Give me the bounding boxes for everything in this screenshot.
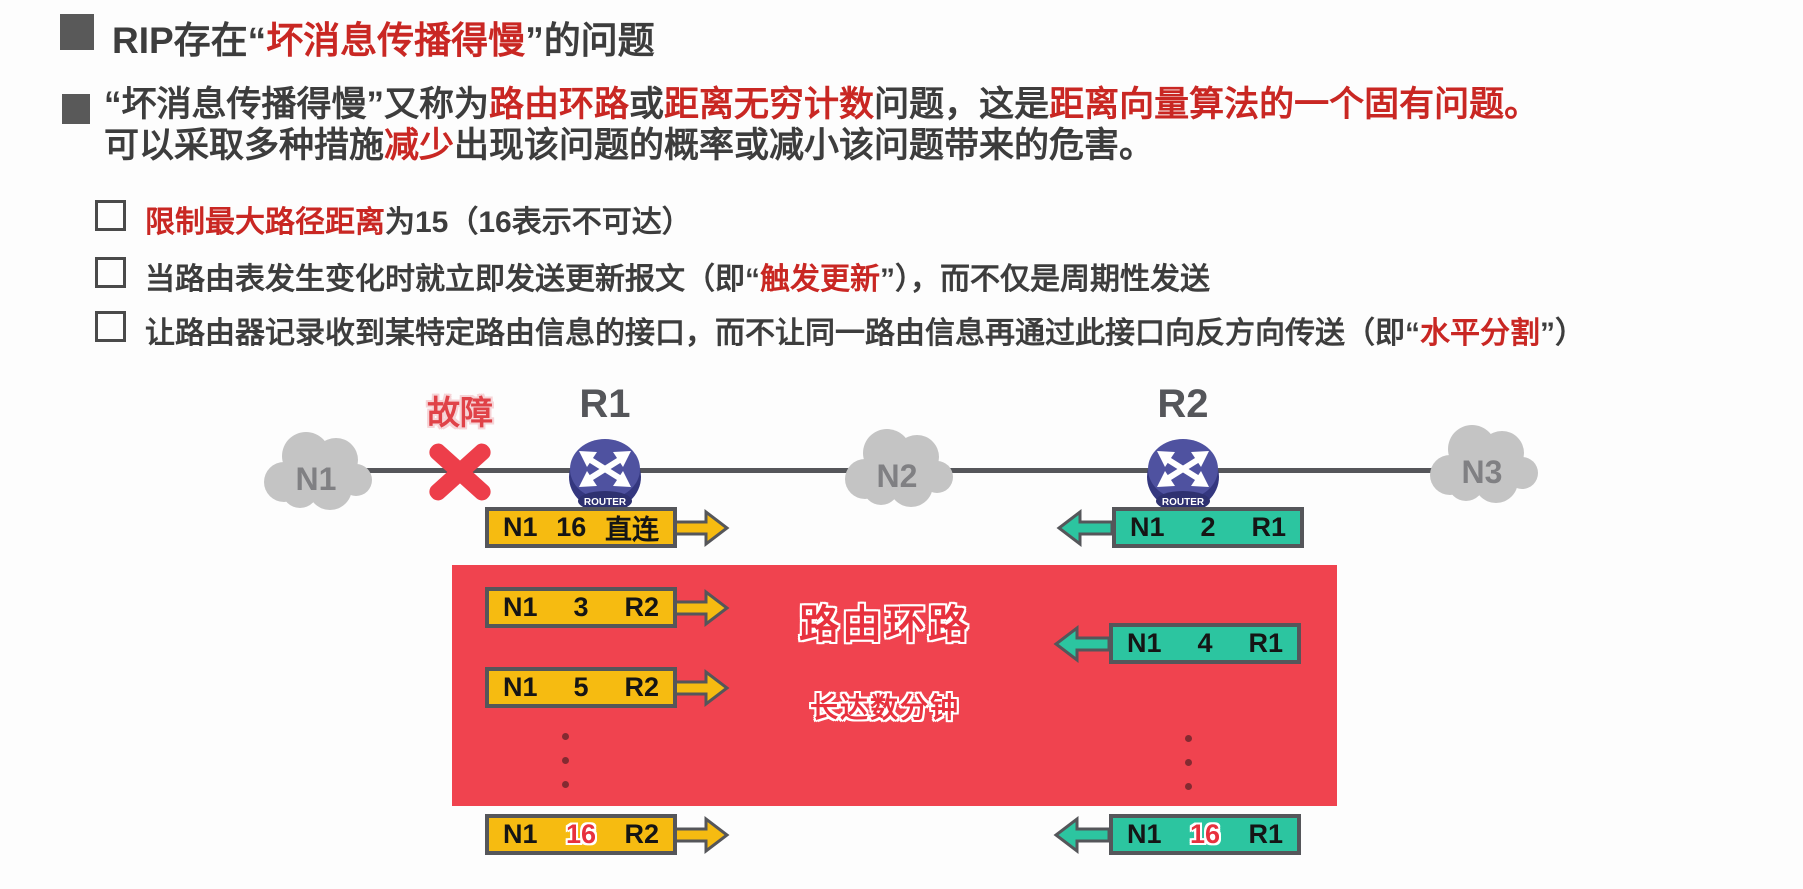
msg-metric: 16 <box>556 512 587 542</box>
routing-loop-caption: 路由环路 长达数分钟 <box>730 592 1040 726</box>
check-highlight: 限制最大路径距离 <box>145 206 385 239</box>
paragraph-highlight-count-to-infinity: 距离无穷计数 <box>664 85 875 124</box>
route-msg-r1-loop2: N1 5 R2 <box>485 667 677 708</box>
msg-metric-infinity: 16 <box>1189 819 1221 849</box>
right-arrow-icon <box>674 508 730 548</box>
route-msg-r1-initial: N1 16 直连 <box>485 507 677 548</box>
cloud-n3-label: N3 <box>1462 454 1503 490</box>
checkbox-icon <box>95 257 126 288</box>
check-highlight: 触发更新 <box>760 263 880 296</box>
check-item-max-distance: 限制最大路径距离为15（16表示不可达） <box>145 197 692 241</box>
cloud-n2: N2 <box>845 429 953 507</box>
paragraph-text: 出现该问题的概率或减小该问题带来的危害。 <box>454 126 1155 165</box>
router-r1-icon: ROUTER <box>569 439 641 511</box>
msg-net: N1 <box>503 672 538 702</box>
router-caption: ROUTER <box>1162 497 1205 508</box>
paragraph-highlight-inherent-problem: 距离向量算法的一个固有问题。 <box>1049 85 1540 124</box>
paragraph-line-1: “坏消息传播得慢”又称为路由环路或距离无穷计数问题，这是距离向量算法的一个固有问… <box>104 84 1539 125</box>
msg-via: R1 <box>1248 819 1283 849</box>
msg-metric: 3 <box>573 592 589 622</box>
right-arrow-icon <box>674 588 730 628</box>
route-msg-r2-loop1: N1 4 R1 <box>1109 623 1301 664</box>
paragraph-text: 可以采取多种措施 <box>104 126 385 165</box>
check-text: 让路由器记录收到某特定路由信息的接口，而不让同一路由信息再通过此接口向反方向传送… <box>145 317 1420 350</box>
fault-x-icon <box>424 437 496 507</box>
cloud-n2-label: N2 <box>877 458 918 494</box>
msg-via: 直连 <box>605 515 659 545</box>
cloud-n1: N1 <box>264 432 372 510</box>
msg-via: R2 <box>624 819 659 849</box>
check-item-triggered-update: 当路由表发生变化时就立即发送更新报文（即“触发更新”），而不仅是周期性发送 <box>145 254 1210 298</box>
msg-metric: 2 <box>1200 512 1216 542</box>
title-text: RIP存在“ <box>112 20 267 61</box>
route-msg-r2-final: N1 16 R1 <box>1109 814 1301 855</box>
check-text: 当路由表发生变化时就立即发送更新报文（即“ <box>145 263 760 296</box>
check-text: 为15（16表示不可达） <box>385 206 692 239</box>
vertical-ellipsis <box>1185 735 1192 790</box>
msg-net: N1 <box>503 592 538 622</box>
right-arrow-icon <box>674 815 730 855</box>
msg-metric-infinity: 16 <box>565 819 597 849</box>
check-item-split-horizon: 让路由器记录收到某特定路由信息的接口，而不让同一路由信息再通过此接口向反方向传送… <box>145 308 1585 352</box>
route-msg-r1-final: N1 16 R2 <box>485 814 677 855</box>
msg-net: N1 <box>1130 512 1165 542</box>
left-arrow-icon <box>1053 815 1109 855</box>
paragraph-highlight-routing-loop: 路由环路 <box>489 85 630 124</box>
msg-metric: 5 <box>573 672 589 702</box>
title-highlight: 坏消息传播得慢 <box>266 20 526 61</box>
routing-loop-title: 路由环路 <box>799 603 971 647</box>
left-arrow-icon <box>1056 508 1112 548</box>
msg-net: N1 <box>503 819 538 849</box>
bullet-square-icon <box>62 94 90 124</box>
msg-via: R2 <box>624 592 659 622</box>
router-r1-label: R1 <box>579 382 631 426</box>
msg-via: R2 <box>624 672 659 702</box>
check-highlight: 水平分割 <box>1420 317 1540 350</box>
msg-metric: 4 <box>1197 628 1213 658</box>
paragraph-line-2: 可以采取多种措施减少出现该问题的概率或减小该问题带来的危害。 <box>104 125 1539 166</box>
msg-net: N1 <box>503 512 538 542</box>
checkbox-icon <box>95 311 126 342</box>
check-text: ”），而不仅是周期性发送 <box>880 263 1210 296</box>
right-arrow-icon <box>674 668 730 708</box>
route-msg-r1-loop1: N1 3 R2 <box>485 587 677 628</box>
paragraph-bad-news: “坏消息传播得慢”又称为路由环路或距离无穷计数问题，这是距离向量算法的一个固有问… <box>104 84 1539 166</box>
paragraph-text: “坏消息传播得慢”又称为 <box>104 85 490 124</box>
router-r2-label: R2 <box>1157 382 1209 426</box>
msg-via: R1 <box>1248 628 1283 658</box>
routing-loop-subtitle: 长达数分钟 <box>809 692 960 723</box>
msg-net: N1 <box>1127 628 1162 658</box>
router-r2-icon: ROUTER <box>1147 439 1219 511</box>
cloud-n1-label: N1 <box>296 461 337 497</box>
cloud-n3: N3 <box>1430 425 1538 503</box>
router-caption: ROUTER <box>584 497 627 508</box>
fault-label: 故障 <box>427 394 493 431</box>
paragraph-text: 问题，这是 <box>874 85 1050 124</box>
paragraph-highlight-reduce: 减少 <box>384 126 455 165</box>
check-text: ”） <box>1540 317 1585 350</box>
route-msg-r2-initial: N1 2 R1 <box>1112 507 1304 548</box>
checkbox-icon <box>95 200 126 231</box>
vertical-ellipsis <box>562 733 569 788</box>
bullet-square-icon <box>60 14 94 50</box>
msg-net: N1 <box>1127 819 1162 849</box>
title-text-tail: ”的问题 <box>525 20 655 61</box>
title-line: RIP存在“坏消息传播得慢”的问题 <box>112 10 655 64</box>
left-arrow-icon <box>1053 624 1109 664</box>
msg-via: R1 <box>1251 512 1286 542</box>
paragraph-text: 或 <box>629 85 665 124</box>
